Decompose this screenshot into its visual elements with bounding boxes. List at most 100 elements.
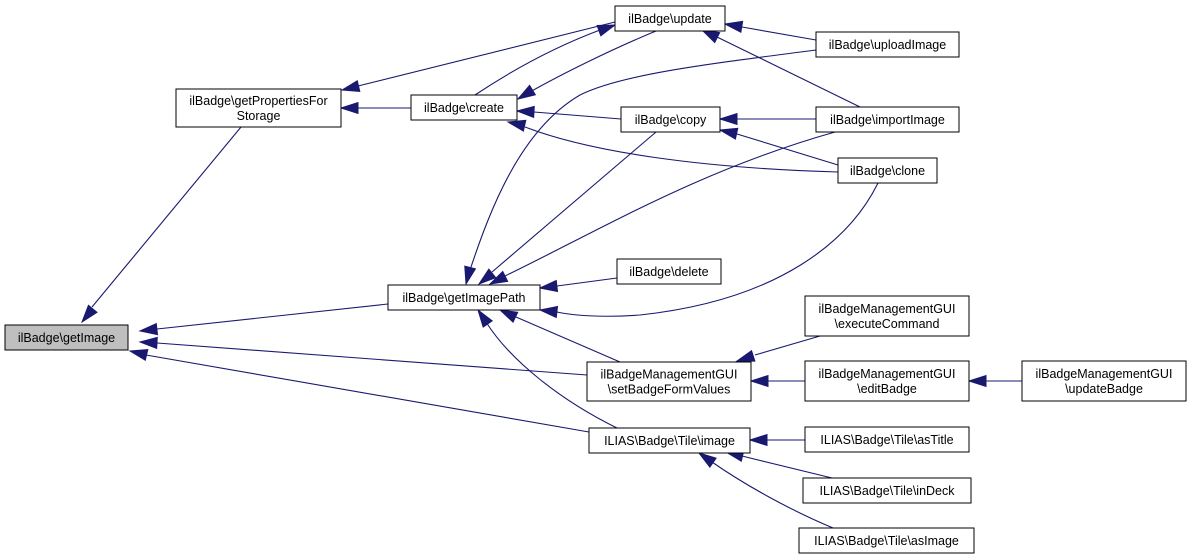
arrowhead-icon xyxy=(516,84,537,100)
node-box[interactable] xyxy=(620,106,721,133)
node-getImagePath[interactable]: ilBadge\getImagePath xyxy=(387,284,541,311)
node-label: \setBadgeFormValues xyxy=(608,383,731,397)
node-label: ilBadgeManagementGUI xyxy=(1036,367,1173,381)
node-clone[interactable]: ilBadge\clone xyxy=(837,157,938,184)
arrowhead-icon xyxy=(718,112,738,126)
nodes-layer: ilBadge\getImage ilBadge\getPropertiesFor… xyxy=(4,5,1187,554)
edge-line xyxy=(91,126,242,308)
edge-getPropertiesForStorage-to-getImage xyxy=(80,126,242,324)
edge-line xyxy=(156,342,588,376)
arrowhead-icon xyxy=(464,265,477,286)
edge-line xyxy=(145,354,590,433)
node-getImage[interactable]: ilBadge\getImage xyxy=(4,324,129,351)
node-box[interactable] xyxy=(798,527,975,554)
node-label: ilBadge\clone xyxy=(850,164,925,178)
edge-importImage-to-copy xyxy=(718,112,816,126)
node-editBadge[interactable]: ilBadgeManagementGUI\editBadge xyxy=(804,360,970,402)
edge-editBadge-to-setBadgeFormValues xyxy=(749,374,805,388)
node-box[interactable] xyxy=(815,106,960,133)
node-label: ilBadge\getImage xyxy=(18,331,115,345)
edge-line xyxy=(524,126,839,173)
edge-line xyxy=(741,26,817,41)
root-node-box[interactable] xyxy=(4,324,129,351)
node-box[interactable] xyxy=(588,427,751,454)
arrowhead-icon xyxy=(128,348,149,362)
arrowhead-icon xyxy=(138,322,159,336)
edge-executeCommand-to-setBadgeFormValues xyxy=(735,335,821,362)
node-box[interactable] xyxy=(802,477,972,504)
node-delete[interactable]: ilBadge\delete xyxy=(616,258,722,285)
arrowhead-icon xyxy=(596,24,617,37)
arrowhead-icon xyxy=(749,374,769,388)
node-box[interactable] xyxy=(175,88,342,128)
arrowhead-icon xyxy=(967,374,987,388)
node-box[interactable] xyxy=(815,31,960,58)
arrowhead-icon xyxy=(477,308,494,328)
node-box[interactable] xyxy=(586,361,752,402)
edge-line xyxy=(711,461,834,529)
node-uploadImage[interactable]: ilBadge\uploadImage xyxy=(815,31,960,58)
edge-line xyxy=(491,131,657,273)
edge-line xyxy=(504,131,836,277)
node-box[interactable] xyxy=(616,258,722,285)
node-label: ilBadge\delete xyxy=(629,265,708,279)
edge-line xyxy=(469,49,817,271)
arrowhead-icon xyxy=(515,105,535,119)
node-executeCommand[interactable]: ilBadgeManagementGUI\executeCommand xyxy=(804,295,970,337)
node-importImage[interactable]: ilBadge\importImage xyxy=(815,106,960,133)
node-box[interactable] xyxy=(614,5,726,32)
edge-tileImage-to-getImagePath xyxy=(477,308,618,429)
node-update[interactable]: ilBadge\update xyxy=(614,5,726,32)
node-box[interactable] xyxy=(1021,360,1187,402)
edge-uploadImage-to-update xyxy=(723,20,817,41)
node-box[interactable] xyxy=(410,94,518,121)
edge-line xyxy=(533,111,622,120)
edge-line xyxy=(529,30,657,93)
node-tileImage[interactable]: ILIAS\Badge\Tile\image xyxy=(588,427,751,454)
edge-inDeck-to-tileImage xyxy=(724,449,833,479)
arrowhead-icon xyxy=(723,20,744,33)
edge-line xyxy=(556,182,879,317)
edge-asImage-to-tileImage xyxy=(697,452,834,529)
node-label: \editBadge xyxy=(857,382,917,396)
node-create[interactable]: ilBadge\create xyxy=(410,94,518,121)
node-label: ILIAS\Badge\Tile\asTitle xyxy=(820,433,953,447)
arrowhead-icon xyxy=(700,29,721,44)
edge-asTitle-to-tileImage xyxy=(748,433,805,447)
node-label: Storage xyxy=(237,109,281,123)
node-asImage[interactable]: ILIAS\Badge\Tile\asImage xyxy=(798,527,975,554)
edge-getImagePath-to-getImage xyxy=(138,303,389,336)
arrowhead-icon xyxy=(340,79,361,93)
arrowhead-icon xyxy=(735,349,756,362)
node-updateBadge[interactable]: ilBadgeManagementGUI\updateBadge xyxy=(1021,360,1187,402)
edge-line xyxy=(736,133,839,166)
edge-clone-to-getImagePath xyxy=(538,182,879,319)
arrowhead-icon xyxy=(718,127,739,140)
edge-clone-to-copy xyxy=(718,127,839,166)
node-box[interactable] xyxy=(804,426,970,453)
node-box[interactable] xyxy=(804,295,970,337)
arrowhead-icon xyxy=(339,101,359,115)
edge-create-to-getPropertiesForStorage xyxy=(339,101,411,115)
edge-copy-to-getImagePath xyxy=(477,131,657,286)
node-setBadgeFormValues[interactable]: ilBadgeManagementGUI\setBadgeFormValues xyxy=(586,361,752,402)
node-label: ilBadgeManagementGUI xyxy=(601,368,738,382)
node-copy[interactable]: ilBadge\copy xyxy=(620,106,721,133)
node-box[interactable] xyxy=(837,157,938,184)
edge-copy-to-create xyxy=(515,105,622,120)
edge-line xyxy=(357,21,616,87)
arrowhead-icon xyxy=(538,279,559,293)
arrowhead-icon xyxy=(498,309,519,324)
node-label: ilBadge\update xyxy=(628,12,711,26)
node-box[interactable] xyxy=(804,360,970,402)
node-inDeck[interactable]: ILIAS\Badge\Tile\inDeck xyxy=(802,477,972,504)
node-label: \executeCommand xyxy=(835,317,940,331)
node-asTitle[interactable]: ILIAS\Badge\Tile\asTitle xyxy=(804,426,970,453)
edge-create-to-update xyxy=(474,24,617,96)
arrowhead-icon xyxy=(506,119,527,132)
node-label: ILIAS\Badge\Tile\image xyxy=(604,434,735,448)
node-label: ilBadge\importImage xyxy=(830,113,945,127)
node-box[interactable] xyxy=(387,284,541,311)
edge-importImage-to-getImagePath xyxy=(488,131,836,285)
